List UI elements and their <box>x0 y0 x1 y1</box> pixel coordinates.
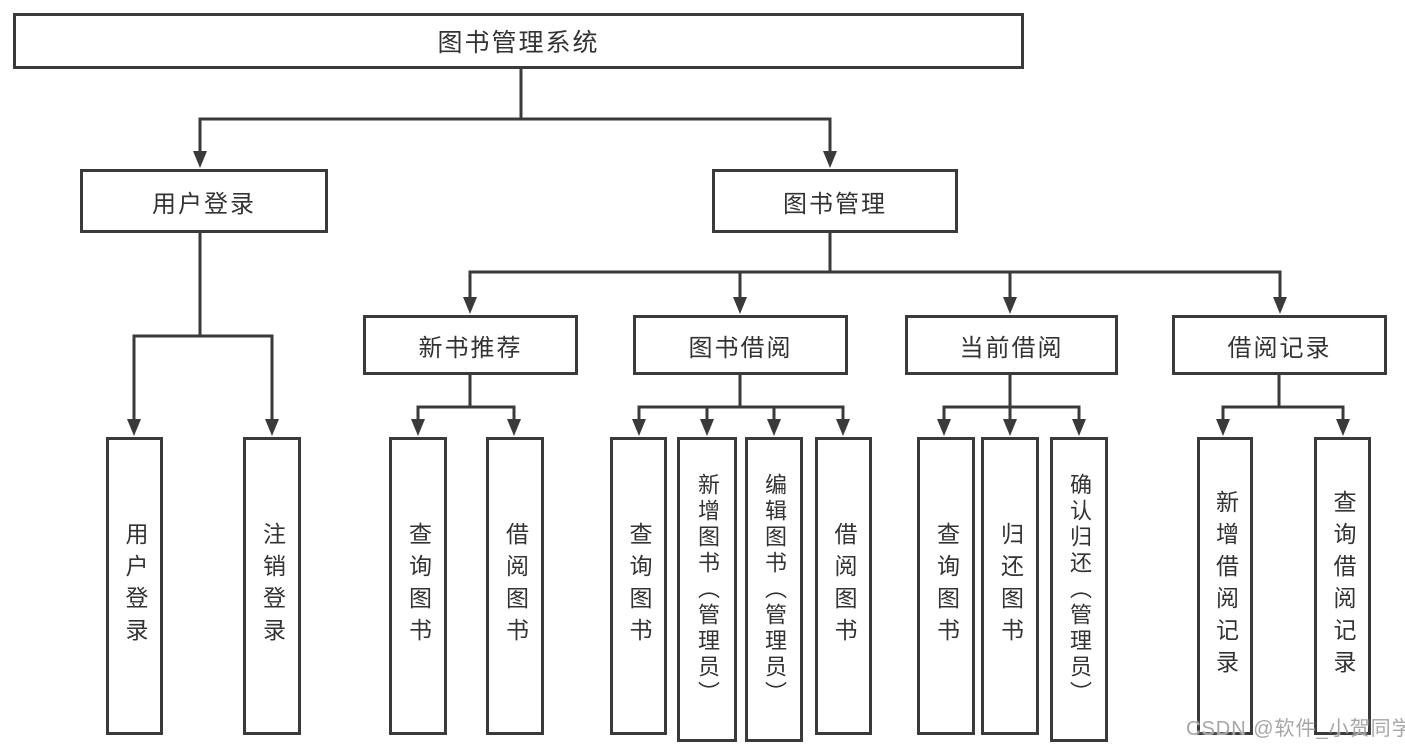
node-borrow-records-label: 借阅记录 <box>1227 334 1332 362</box>
leaf-newbook-query-books-label: 查询图书 <box>405 522 432 650</box>
node-borrow-records: 借阅记录 <box>1172 315 1387 375</box>
leaf-records-add-record-label: 新增借阅记录 <box>1212 490 1239 682</box>
node-user-login-label: 用户登录 <box>152 190 256 218</box>
node-book-management: 图书管理 <box>712 169 958 233</box>
leaf-newbook-query-books: 查询图书 <box>389 437 447 735</box>
leaf-borrow-query-books-label: 查询图书 <box>626 522 652 650</box>
node-current-borrow-label: 当前借阅 <box>959 334 1064 362</box>
node-root: 图书管理系统 <box>13 13 1024 69</box>
leaf-borrow-query-books: 查询图书 <box>610 437 667 735</box>
leaf-current-query-books-label: 查询图书 <box>933 522 960 650</box>
leaf-user-login: 用户登录 <box>106 437 163 735</box>
node-current-borrow: 当前借阅 <box>905 315 1118 375</box>
node-new-book-recommend: 新书推荐 <box>363 315 578 375</box>
leaf-records-query-record-label: 查询借阅记录 <box>1330 490 1356 682</box>
leaf-records-query-record: 查询借阅记录 <box>1314 437 1371 735</box>
leaf-newbook-borrow-books-label: 借阅图书 <box>502 522 529 650</box>
node-new-book-recommend-label: 新书推荐 <box>418 334 523 362</box>
leaf-logout-label: 注销登录 <box>259 522 286 650</box>
leaf-borrow-add-books-admin-label: 新增图书（管理员） <box>695 472 720 707</box>
leaf-newbook-borrow-books: 借阅图书 <box>486 437 544 735</box>
leaf-records-add-record: 新增借阅记录 <box>1197 437 1253 735</box>
leaf-current-return-books: 归还图书 <box>981 437 1039 735</box>
leaf-borrow-edit-books-admin-label: 编辑图书（管理员） <box>762 472 787 707</box>
leaf-borrow-borrow-books-label: 借阅图书 <box>831 522 857 650</box>
leaf-current-confirm-return-admin: 确认归还（管理员） <box>1050 437 1108 742</box>
watermark: CSDN @软件_小贺同学 <box>1186 718 1405 740</box>
node-user-login: 用户登录 <box>80 169 328 233</box>
node-book-borrow-label: 图书借阅 <box>688 334 793 362</box>
leaf-current-confirm-return-admin-label: 确认归还（管理员） <box>1067 472 1092 707</box>
leaf-user-login-label: 用户登录 <box>122 522 148 650</box>
leaf-borrow-edit-books-admin: 编辑图书（管理员） <box>745 437 803 742</box>
leaf-logout: 注销登录 <box>243 437 301 735</box>
node-book-borrow: 图书借阅 <box>633 315 848 375</box>
leaf-borrow-borrow-books: 借阅图书 <box>815 437 872 735</box>
node-book-management-label: 图书管理 <box>783 190 887 218</box>
leaf-current-query-books: 查询图书 <box>917 437 975 735</box>
leaf-current-return-books-label: 归还图书 <box>997 522 1024 650</box>
node-root-label: 图书管理系统 <box>437 29 600 57</box>
leaf-borrow-add-books-admin: 新增图书（管理员） <box>677 437 737 742</box>
